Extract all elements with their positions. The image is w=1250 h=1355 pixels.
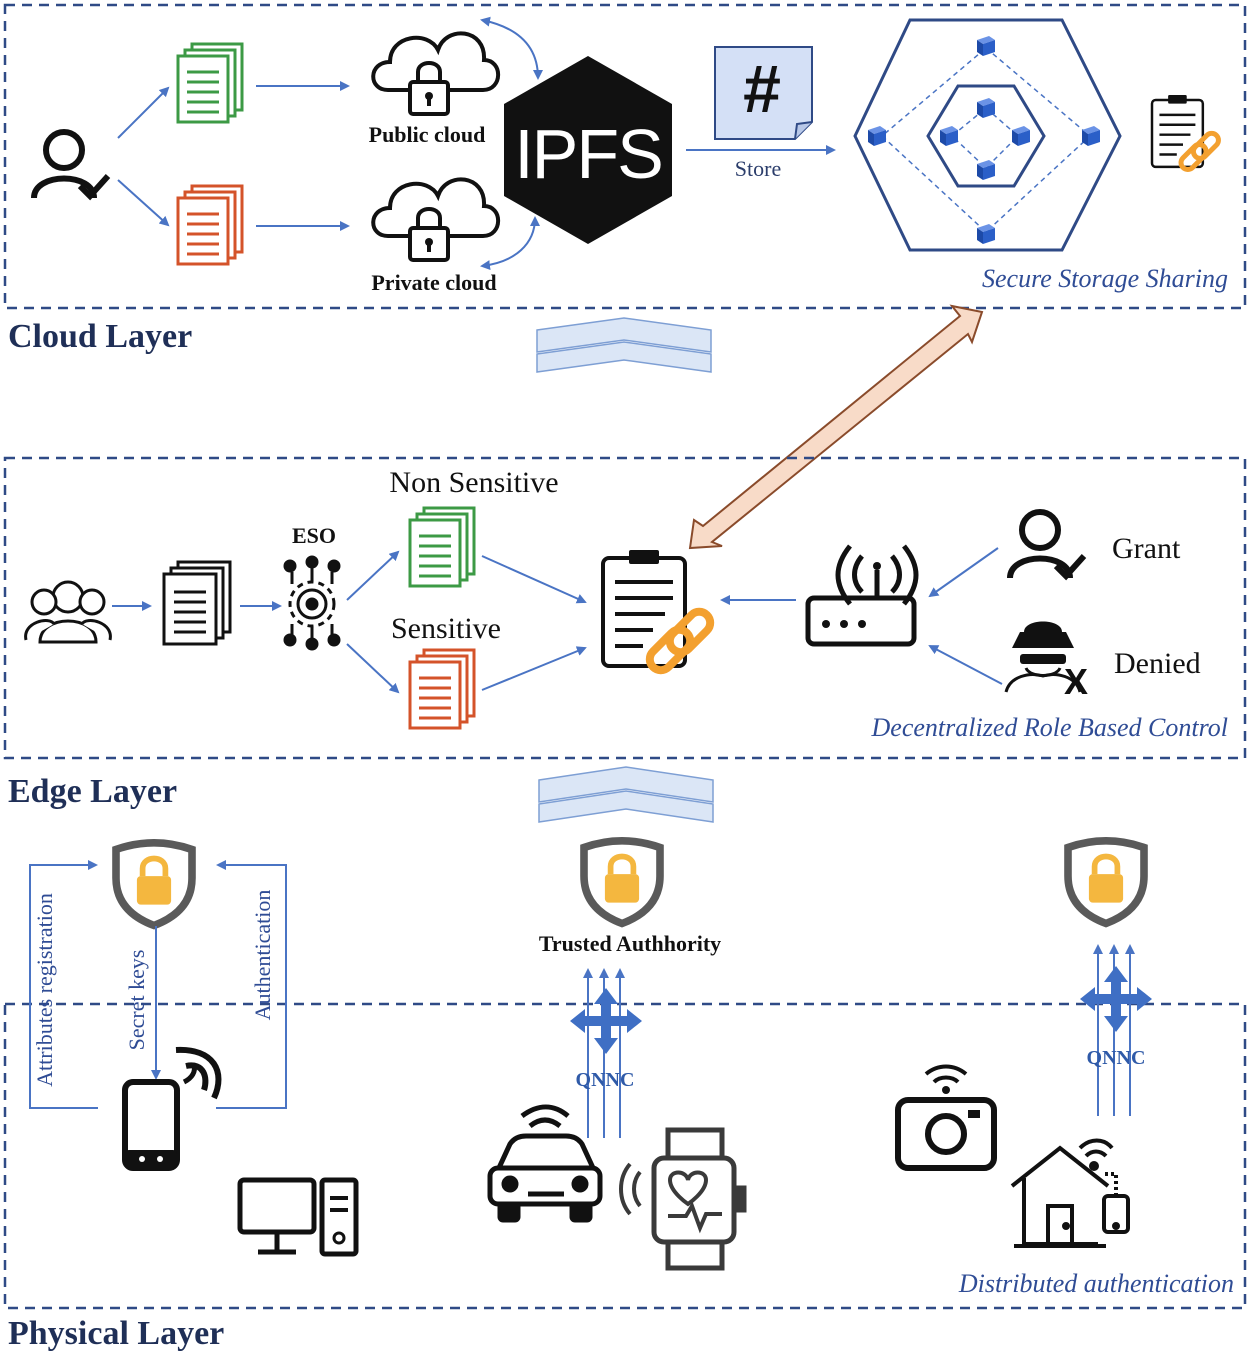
storage-edge-double-arrow [688,304,984,550]
denied-label: Denied [1114,647,1201,680]
clipboard-link-icon [1152,95,1221,172]
cross-arrows-icon-right [1080,966,1152,1032]
cloud-layer-title: Cloud Layer [8,318,192,355]
non-sensitive-documents-icon [408,506,476,588]
smart-home-icon [1010,1138,1130,1248]
secure-storage-label: Secure Storage Sharing [982,264,1228,293]
edge-layer-box [3,456,1247,760]
rbac-label: Decentralized Role Based Control [871,713,1228,742]
secure-storage-network-icon [853,18,1122,252]
chevron-up-icon-2 [538,766,714,823]
smartwatch-icon [619,1127,747,1271]
trusted-authority-label: Trusted Authhority [539,931,721,956]
hash-symbol: # [743,51,781,127]
desktop-computer-icon [237,1177,359,1257]
spy-user-icon [1004,621,1082,693]
documents-red-icon [176,184,244,266]
physical-layer-box [3,1002,1247,1310]
shield-lock-icon-right [1068,841,1144,924]
eso-label: ESO [292,523,336,548]
eso-gear-network-icon [283,555,341,651]
authentication-label: Authentication [250,890,275,1021]
qnnc-label-right: QNNC [1087,1047,1146,1069]
smartphone-icon [122,1046,222,1171]
router-icon [805,544,919,647]
documents-stack-icon [162,560,232,646]
sensitive-label: Sensitive [391,612,501,645]
user-check-icon [34,132,108,198]
attributes-registration-label: Attributes registration [32,893,57,1087]
ipfs-hexagon-icon [504,56,672,244]
secret-keys-label: Secret keys [124,950,149,1051]
public-cloud-icon [371,31,501,116]
qnnc-label-left: QNNC [576,1069,635,1091]
edge-layer-title: Edge Layer [8,773,177,810]
grant-user-check-icon [1010,512,1084,578]
chevron-up-icon [536,317,712,373]
car-icon [487,1104,603,1223]
denied-x-mark: X [1064,661,1088,702]
hash-note-icon [714,46,813,140]
private-cloud-label: Private cloud [371,270,496,295]
non-sensitive-label: Non Sensitive [389,466,558,499]
cross-arrows-icon-center [570,988,642,1054]
sensitive-documents-icon [408,648,476,730]
ipfs-label: IPFS [514,115,662,193]
cloud-layer-box [3,3,1247,310]
grant-label: Grant [1112,532,1181,565]
physical-layer-title: Physical Layer [8,1315,224,1352]
store-label: Store [735,156,781,181]
camera-icon [895,1064,997,1171]
users-group-icon [24,580,112,644]
private-cloud-icon [371,177,501,262]
shield-lock-icon-center [584,841,660,924]
distributed-auth-label: Distributed authentication [958,1269,1234,1298]
public-cloud-label: Public cloud [369,122,486,147]
documents-green-icon [176,42,244,124]
shield-lock-icon-left [116,843,192,926]
access-clipboard-link-icon [603,550,715,675]
